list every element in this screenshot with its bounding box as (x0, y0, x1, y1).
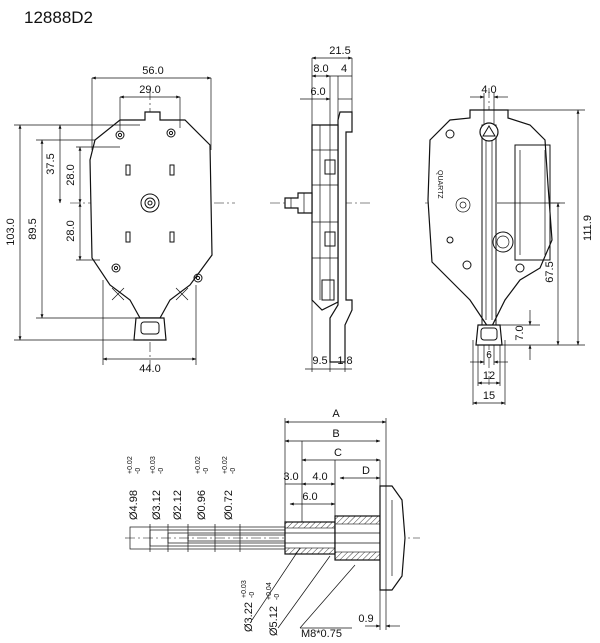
shaft-flange (379, 485, 406, 591)
dim-side-depth-c: 6.0 (310, 86, 325, 98)
dim-shaft-thread: M8*0.75 (301, 628, 342, 640)
tol-dia-5-lo: -0 (230, 468, 237, 474)
dim-side-bottom-b: 1.8 (337, 355, 352, 367)
dim-shaft-len-c: C (334, 447, 342, 459)
dim-rear-bottom-c: 15 (483, 390, 495, 402)
dim-rear-tab-height: 7.0 (514, 325, 526, 340)
dim-side-depth-b: 4 (341, 63, 347, 75)
dim-shaft-len-a: A (332, 408, 340, 420)
dim-shaft-len-d: D (362, 465, 370, 477)
tol-dia-4-lo: -0 (203, 468, 210, 474)
dim-shaft-dia-3: Ø2.12 (172, 490, 184, 520)
tol-dia-1-hi: +0.02 (127, 456, 134, 474)
tol-dia-1-lo: -0 (135, 468, 142, 474)
drawing-title: 12888D2 (24, 8, 94, 27)
dim-front-width-inner: 29.0 (139, 84, 160, 96)
dim-front-lower-half: 28.0 (65, 220, 77, 241)
tol-dia-2-hi: +0.03 (150, 456, 157, 474)
rear-quartz-label: QUARTZ (436, 170, 443, 199)
front-shaft-outer (140, 193, 160, 213)
dim-side-depth-total: 21.5 (329, 45, 350, 57)
dim-shaft-dia-5: Ø0.72 (223, 490, 235, 520)
dim-shaft-step-a: 3.0 (283, 471, 298, 483)
dim-front-height-total: 103.0 (5, 218, 17, 246)
dim-rear-height-lower: 67.5 (544, 261, 556, 282)
dim-shaft-step-c: 6.0 (302, 491, 317, 503)
dim-front-upper-half: 28.0 (65, 164, 77, 185)
dim-rear-bottom-a: 6 (486, 350, 492, 361)
dim-shaft-dia-7: Ø5.12 (268, 606, 280, 636)
dim-front-height-body: 89.5 (27, 218, 39, 239)
dim-side-depth-a: 8.0 (313, 63, 328, 75)
side-view: 21.5 8.0 4 6.0 9.5 1.8 (270, 45, 370, 372)
rear-small-gear (455, 197, 471, 213)
dim-rear-bottom-b: 12 (483, 370, 495, 382)
dim-shaft-dia-1: Ø4.98 (128, 490, 140, 520)
tol-dia-6-hi: +0.03 (241, 580, 248, 598)
dim-shaft-dia-2: Ø3.12 (151, 490, 163, 520)
tol-dia-7-lo: -0 (274, 594, 281, 600)
shaft-detail: A B C D 3.0 4.0 6.0 Ø4.98 +0.02 -0 Ø3.12… (125, 408, 420, 640)
dim-rear-top-width: 4.0 (481, 84, 496, 96)
rear-body-outline (427, 109, 553, 332)
tol-dia-6-lo: -0 (249, 592, 256, 598)
rear-battery-compartment (514, 144, 551, 261)
side-shaft (284, 192, 313, 214)
dim-shaft-dia-6: Ø3.22 (243, 602, 255, 632)
front-hole-br (193, 273, 203, 283)
front-hole-tr (166, 128, 176, 138)
side-back-plate (329, 111, 353, 363)
tol-dia-2-lo: -0 (158, 468, 165, 474)
front-hole-bl (111, 263, 121, 273)
dim-shaft-thickness: 0.9 (358, 613, 373, 625)
dim-front-upper-offset: 37.5 (45, 153, 57, 174)
tol-dia-5-hi: +0.02 (222, 456, 229, 474)
front-pendulum-tab (133, 317, 167, 341)
dim-side-bottom-a: 9.5 (312, 355, 327, 367)
dim-shaft-step-b: 4.0 (312, 471, 327, 483)
tol-dia-4-hi: +0.02 (195, 456, 202, 474)
rear-view: QUARTZ 4.0 111.9 67.5 7.0 (425, 84, 594, 405)
front-hole-tl (115, 130, 125, 140)
front-body-outline (89, 111, 213, 319)
dim-shaft-dia-4: Ø0.96 (196, 490, 208, 520)
rear-gear (492, 231, 514, 253)
tol-dia-7-hi: +0.04 (266, 582, 273, 600)
dim-rear-height-total: 111.9 (582, 215, 594, 241)
dim-shaft-len-b: B (332, 428, 339, 440)
side-body (311, 124, 339, 311)
dim-front-width-top: 56.0 (142, 65, 163, 77)
front-view: 56.0 29.0 103.0 89.5 37.5 28.0 28.0 44.0 (5, 65, 235, 375)
dim-front-width-bottom: 44.0 (139, 363, 160, 375)
